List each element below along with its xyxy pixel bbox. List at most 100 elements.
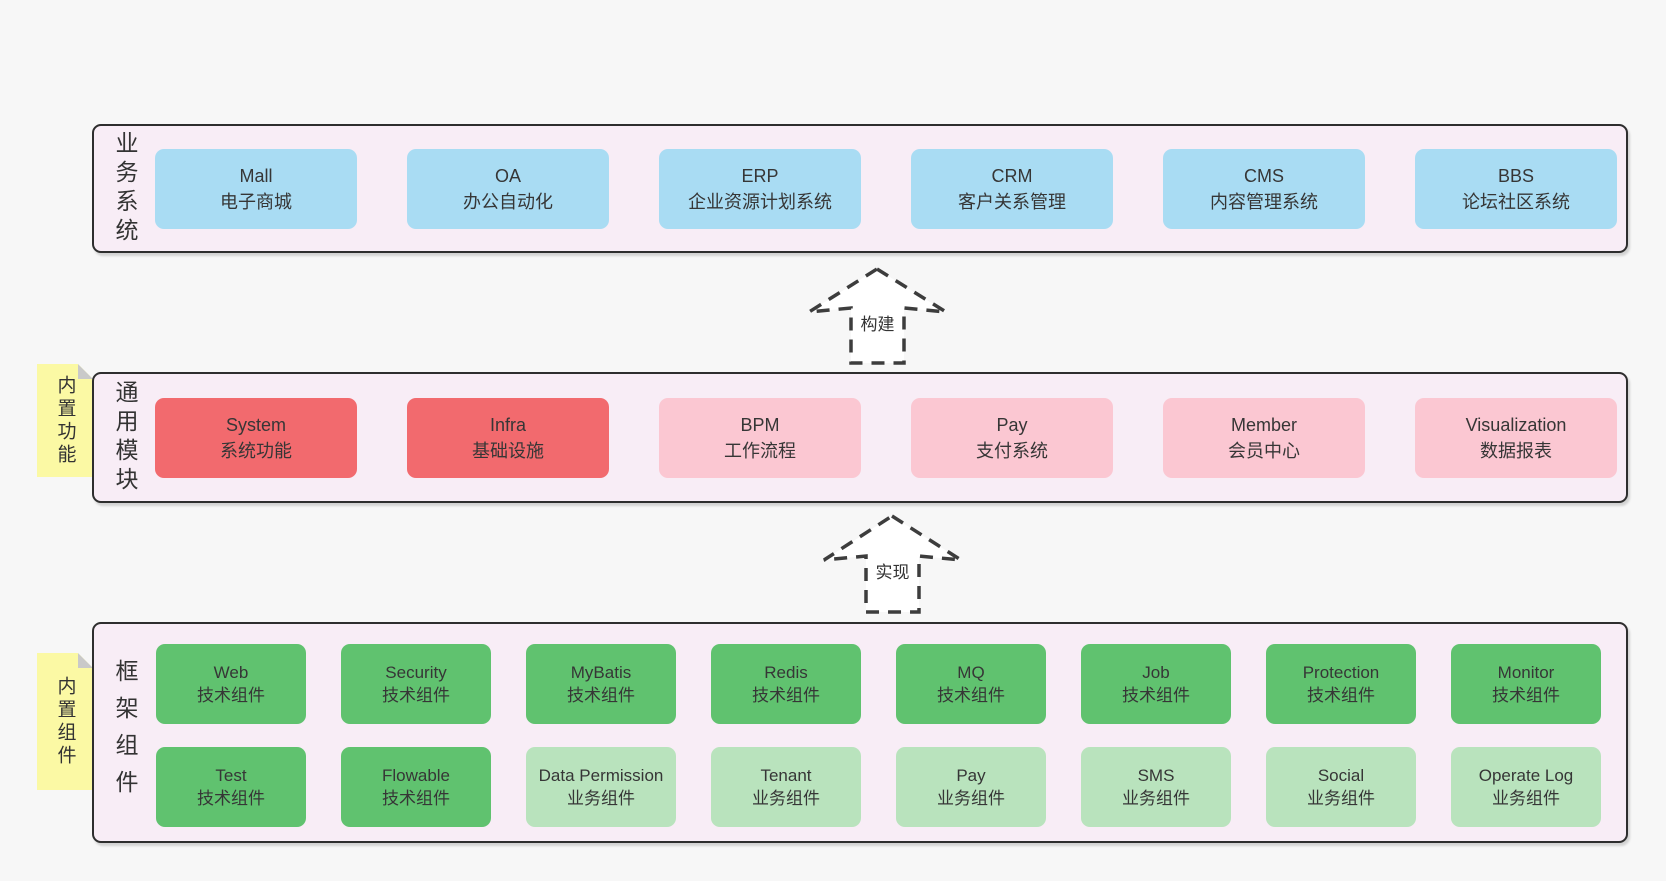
node-title: MQ (957, 663, 985, 682)
sticky-note-text: 内置组件 (54, 675, 76, 768)
node-cms: CMS 内容管理系统 (1163, 148, 1365, 229)
node-subtitle: 客户关系管理 (958, 191, 1066, 212)
node-flowable: Flowable 技术组件 (341, 747, 491, 827)
arrow-label: 构建 (805, 310, 950, 335)
node-oa: OA 办公自动化 (407, 148, 609, 229)
framework-components-grid: Web 技术组件 Security 技术组件 MyBatis 技术组件 Redi… (94, 624, 1626, 827)
node-title: Member (1230, 414, 1297, 435)
node-title: Social (1317, 766, 1365, 785)
node-title: OA (494, 165, 521, 186)
node-subtitle: 技术组件 (197, 789, 265, 808)
folded-corner-icon (78, 364, 93, 379)
node-title: Test (215, 766, 247, 785)
node-mall: Mall 电子商城 (155, 148, 357, 229)
node-visualization: Visualization 数据报表 (1415, 397, 1617, 478)
node-security: Security 技术组件 (341, 644, 491, 724)
arrow-label: 实现 (820, 558, 965, 583)
node-operate-log: Operate Log 业务组件 (1451, 747, 1601, 827)
node-subtitle: 会员中心 (1228, 440, 1300, 461)
node-title: Redis (764, 663, 808, 682)
node-protection: Protection 技术组件 (1266, 644, 1416, 724)
node-pay: Pay 支付系统 (911, 397, 1113, 478)
node-subtitle: 业务组件 (1307, 789, 1375, 808)
node-title: ERP (741, 165, 779, 186)
node-title: Pay (996, 414, 1028, 435)
node-title: System (225, 414, 286, 435)
node-subtitle: 基础设施 (472, 440, 544, 461)
node-subtitle: 办公自动化 (463, 191, 553, 212)
arrow-label-text: 构建 (859, 315, 896, 334)
node-title: Infra (489, 414, 527, 435)
band-label: 通用模块 (112, 379, 138, 496)
band-framework-components: 框架组件 Web 技术组件 Security 技术组件 MyBatis 技术组件… (92, 622, 1628, 843)
node-subtitle: 技术组件 (1307, 686, 1375, 705)
sticky-note-builtin-features: 内置功能 (37, 364, 93, 477)
node-sms: SMS 业务组件 (1081, 747, 1231, 827)
node-title: BBS (1497, 165, 1535, 186)
band-common-modules: 通用模块 System 系统功能 Infra 基础设施 BPM 工作流程 Pay… (92, 372, 1628, 503)
band-label: 框架组件 (112, 658, 138, 807)
band-label: 业务系统 (112, 130, 138, 247)
node-subtitle: 电子商城 (220, 191, 292, 212)
node-title: Data Permission (538, 766, 664, 785)
node-data-permission: Data Permission 业务组件 (526, 747, 676, 827)
node-subtitle: 论坛社区系统 (1462, 191, 1570, 212)
node-subtitle: 内容管理系统 (1210, 191, 1318, 212)
node-title: Job (1142, 663, 1170, 682)
node-subtitle: 数据报表 (1480, 440, 1552, 461)
node-subtitle: 企业资源计划系统 (688, 191, 832, 212)
node-title: Visualization (1465, 414, 1567, 435)
dashed-up-arrow-build: 构建 (805, 265, 950, 367)
node-tenant: Tenant 业务组件 (711, 747, 861, 827)
node-subtitle: 业务组件 (1492, 789, 1560, 808)
node-title: CMS (1244, 165, 1284, 186)
node-member: Member 会员中心 (1163, 397, 1365, 478)
node-subtitle: 技术组件 (382, 686, 450, 705)
node-subtitle: 技术组件 (1492, 686, 1560, 705)
node-subtitle: 系统功能 (220, 440, 292, 461)
sticky-note-builtin-components: 内置组件 (37, 653, 93, 790)
business-systems-row: Mall 电子商城 OA 办公自动化 ERP 企业资源计划系统 CRM 客户关系… (94, 126, 1626, 251)
band-business-systems: 业务系统 Mall 电子商城 OA 办公自动化 ERP 企业资源计划系统 CRM… (92, 124, 1628, 253)
node-subtitle: 业务组件 (937, 789, 1005, 808)
node-bpm: BPM 工作流程 (659, 397, 861, 478)
node-social: Social 业务组件 (1266, 747, 1416, 827)
folded-corner-icon (78, 653, 93, 668)
node-title: CRM (991, 165, 1033, 186)
node-title: Mall (239, 165, 273, 186)
node-title: Pay (956, 766, 986, 785)
node-subtitle: 技术组件 (937, 686, 1005, 705)
node-redis: Redis 技术组件 (711, 644, 861, 724)
node-title: Protection (1302, 663, 1380, 682)
arrow-label-text: 实现 (874, 563, 911, 582)
node-subtitle: 技术组件 (752, 686, 820, 705)
node-title: Operate Log (1478, 766, 1574, 785)
sticky-note-text: 内置功能 (54, 374, 76, 467)
common-modules-row: System 系统功能 Infra 基础设施 BPM 工作流程 Pay 支付系统… (94, 374, 1626, 501)
node-title: MyBatis (570, 663, 632, 682)
node-job: Job 技术组件 (1081, 644, 1231, 724)
node-infra: Infra 基础设施 (407, 397, 609, 478)
node-subtitle: 技术组件 (1122, 686, 1190, 705)
node-pay-component: Pay 业务组件 (896, 747, 1046, 827)
node-subtitle: 技术组件 (567, 686, 635, 705)
node-subtitle: 技术组件 (382, 789, 450, 808)
node-title: Flowable (381, 766, 451, 785)
node-crm: CRM 客户关系管理 (911, 148, 1113, 229)
node-title: BPM (740, 414, 780, 435)
node-subtitle: 工作流程 (724, 440, 796, 461)
node-monitor: Monitor 技术组件 (1451, 644, 1601, 724)
node-subtitle: 业务组件 (1122, 789, 1190, 808)
node-erp: ERP 企业资源计划系统 (659, 148, 861, 229)
node-subtitle: 技术组件 (197, 686, 265, 705)
node-bbs: BBS 论坛社区系统 (1415, 148, 1617, 229)
node-subtitle: 支付系统 (976, 440, 1048, 461)
node-subtitle: 业务组件 (567, 789, 635, 808)
node-title: Monitor (1497, 663, 1555, 682)
node-web: Web 技术组件 (156, 644, 306, 724)
node-subtitle: 业务组件 (752, 789, 820, 808)
node-system: System 系统功能 (155, 397, 357, 478)
node-title: Web (213, 663, 249, 682)
node-test: Test 技术组件 (156, 747, 306, 827)
